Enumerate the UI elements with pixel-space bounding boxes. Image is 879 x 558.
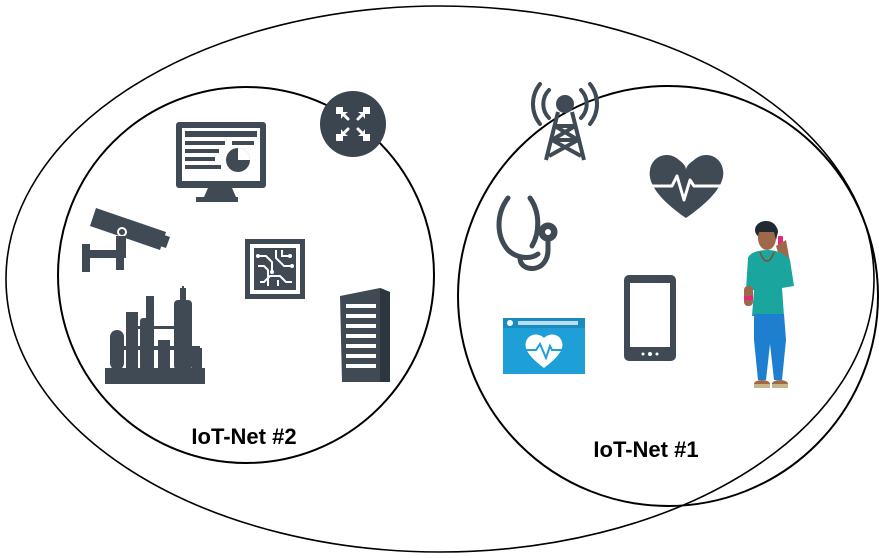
person-on-phone-icon xyxy=(744,221,794,388)
iot-net-2-boundary xyxy=(57,86,435,464)
industrial-plant-icon xyxy=(105,286,205,384)
security-camera-icon xyxy=(82,208,170,272)
monitor-dashboard-icon xyxy=(176,122,266,202)
server-building-icon xyxy=(340,288,390,382)
iot-net-1-label: IoT-Net #1 xyxy=(593,437,698,462)
iot-net-1-group: IoT-Net #1 xyxy=(457,82,879,507)
health-app-window-icon xyxy=(503,318,585,374)
iot-net-2-group: IoT-Net #2 xyxy=(57,86,435,464)
smartphone-icon xyxy=(624,275,676,361)
circuit-chip-icon xyxy=(245,239,305,299)
stethoscope-icon xyxy=(496,195,558,271)
heart-rate-icon xyxy=(649,155,724,218)
iot-net-2-label: IoT-Net #2 xyxy=(191,424,296,449)
router-icon xyxy=(320,91,386,157)
iot-net-1-boundary xyxy=(457,85,879,507)
cell-tower-icon xyxy=(530,82,600,161)
outer-network-boundary xyxy=(5,5,875,553)
